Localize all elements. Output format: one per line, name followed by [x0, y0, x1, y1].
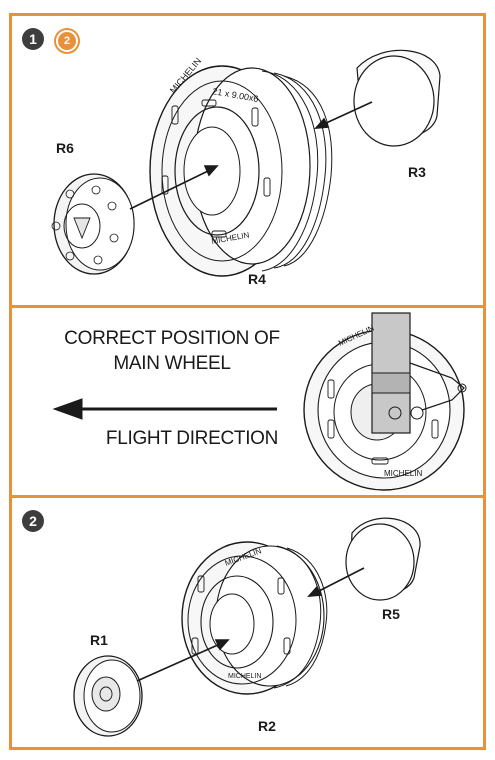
step-2-drawing: MICHELIN MICHELIN: [73, 517, 421, 737]
flight-direction-arrow: [52, 398, 277, 420]
position-panel: CORRECT POSITION OF MAIN WHEEL MICHELI: [9, 305, 486, 498]
step-1-badge: 1: [22, 28, 44, 50]
part-label-r5: R5: [382, 606, 400, 622]
part-label-r4: R4: [248, 271, 266, 287]
cap-r3-drawing: [353, 49, 441, 147]
hub-r6-drawing: [51, 173, 135, 275]
hub-r1-drawing: [73, 655, 143, 737]
cap-r5-drawing: [345, 517, 421, 601]
part-label-r3: R3: [408, 164, 426, 180]
installed-wheel-drawing: MICHELIN MICHELIN: [303, 312, 467, 491]
position-caption-line-2: MAIN WHEEL: [113, 353, 231, 374]
tire-r2-drawing: MICHELIN MICHELIN: [181, 541, 328, 695]
svg-text:MICHELIN: MICHELIN: [228, 673, 261, 680]
flight-direction-label: FLIGHT DIRECTION: [105, 428, 279, 449]
step-2-arrows: [136, 567, 365, 682]
position-drawing: MICHELIN MICHELIN: [52, 312, 467, 491]
step-2-panel: 2 MICHELIN MICHELIN: [9, 495, 486, 750]
step-1-arrows: [129, 101, 373, 210]
tire-r4-drawing: MICHELIN 21 x 9.00x6 MICHELIN: [149, 56, 333, 277]
step-2-alt-badge: 2: [56, 30, 78, 52]
step-2-badge: 2: [22, 510, 44, 532]
part-label-r1: R1: [90, 632, 108, 648]
part-label-r6: R6: [56, 140, 74, 156]
part-label-r2: R2: [258, 718, 276, 734]
step-1-drawing: MICHELIN 21 x 9.00x6 MICHELIN: [51, 49, 441, 277]
svg-text:MICHELIN: MICHELIN: [384, 469, 422, 478]
position-caption-line-1: CORRECT POSITION OF: [64, 328, 280, 349]
step-1-panel: 1 2 MICHELIN 21 x 9.00x6 MICHELIN: [9, 13, 486, 308]
